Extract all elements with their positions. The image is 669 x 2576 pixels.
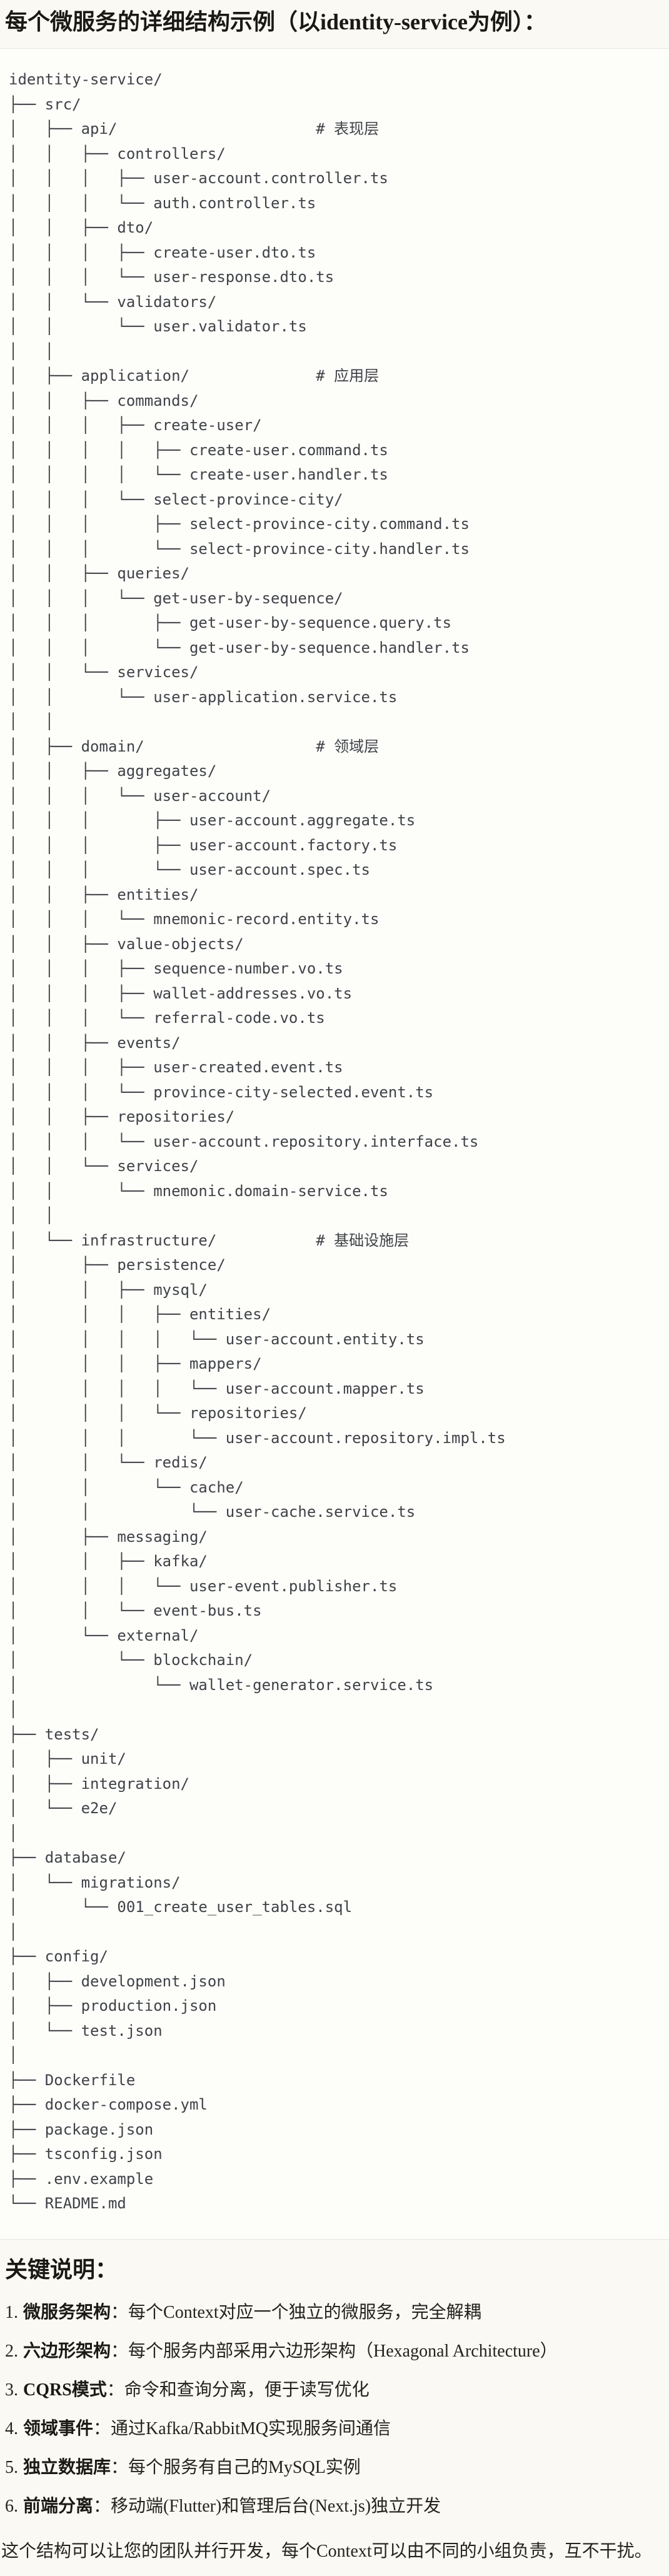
list-item-label: 前端分离 [23,2496,94,2516]
list-item-label: 独立数据库 [23,2457,111,2477]
closing-paragraph: 这个结构可以让您的团队并行开发，每个Context可以由不同的小组负责，互不干扰… [1,2541,652,2561]
notes-section: 关键说明： 1.微服务架构：每个Context对应一个独立的微服务，完全解耦 2… [0,2256,669,2576]
list-item-number: 1. [5,2302,18,2322]
directory-tree-code-block: identity-service/ ├── src/ │ ├── api/ # … [0,48,669,2240]
list-item-number: 6. [5,2496,18,2516]
list-item-label: 微服务架构 [23,2302,111,2322]
list-item: 4.领域事件：通过Kafka/RabbitMQ实现服务间通信 [5,2417,663,2441]
page-title: 每个微服务的详细结构示例（以identity-service为例）： [5,9,546,34]
list-item: 2.六边形架构：每个服务内部采用六边形架构（Hexagonal Architec… [5,2340,663,2363]
list-item: 1.微服务架构：每个Context对应一个独立的微服务，完全解耦 [5,2301,663,2325]
list-item: 5.独立数据库：每个服务有自己的MySQL实例 [5,2456,663,2480]
list-item-text: ：每个服务内部采用六边形架构（Hexagonal Architecture） [111,2341,558,2361]
list-item-number: 5. [5,2457,18,2477]
list-item: 6.前端分离：移动端(Flutter)和管理后台(Next.js)独立开发 [5,2495,663,2518]
list-item-label: 六边形架构 [23,2341,111,2361]
list-item-number: 2. [5,2341,18,2361]
notes-heading: 关键说明： [5,2257,118,2282]
list-item-label: 领域事件 [23,2418,94,2438]
list-item-text: ：每个服务有自己的MySQL实例 [111,2457,361,2477]
list-item-text: ：每个Context对应一个独立的微服务，完全解耦 [111,2302,481,2322]
list-item-number: 4. [5,2418,18,2438]
list-item-text: ：通过Kafka/RabbitMQ实现服务间通信 [93,2418,391,2438]
list-item-label: CQRS模式 [23,2380,107,2400]
notes-list: 1.微服务架构：每个Context对应一个独立的微服务，完全解耦 2.六边形架构… [5,2301,663,2518]
list-item: 3.CQRS模式：命令和查询分离，便于读写优化 [5,2378,663,2402]
list-item-text: ：命令和查询分离，便于读写优化 [106,2380,370,2400]
list-item-text: ：移动端(Flutter)和管理后台(Next.js)独立开发 [93,2496,441,2516]
list-item-number: 3. [5,2380,18,2400]
